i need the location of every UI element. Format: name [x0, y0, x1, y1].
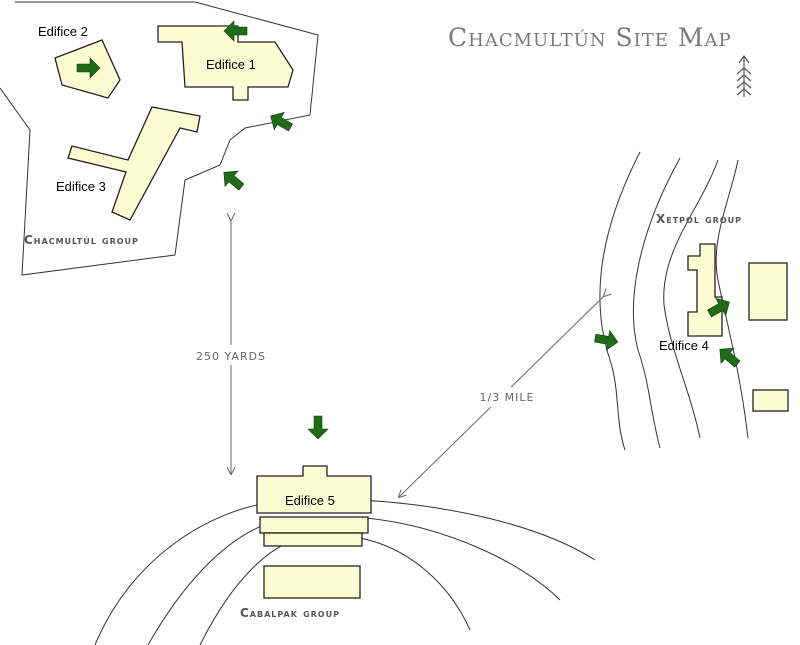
- distance-diagonal-label: 1/3 MILE: [479, 391, 534, 404]
- cabalpak-terrace-2: [263, 532, 363, 547]
- entrance-arrow-icon: [712, 341, 745, 373]
- distance-vertical-mask: [185, 345, 277, 365]
- xetpol-contour-3: [663, 159, 719, 439]
- edifice-5-label: Edifice 5: [285, 493, 335, 508]
- entrance-arrow-icon: [216, 164, 249, 196]
- map-title: Chacmultún Site Map: [448, 23, 732, 52]
- xetpol-contour-4: [715, 159, 749, 439]
- entrance-arrow-icon: [265, 106, 297, 137]
- edifice-5-building: [256, 465, 372, 514]
- xetpol-group-label: Xetpol group: [656, 212, 742, 226]
- distance-vertical-label: 250 YARDS: [196, 350, 266, 363]
- chacmultul-group-label: Chacmultúl group: [24, 233, 139, 247]
- xetpol-contour-2: [633, 157, 681, 449]
- edifice-4-label: Edifice 4: [659, 338, 709, 353]
- edifice-3-label: Edifice 3: [56, 179, 106, 194]
- cabalpak-south-building: [263, 565, 361, 599]
- xetpol-east-building: [748, 262, 788, 321]
- cabalpak-terrace-1: [259, 516, 369, 534]
- edifice-1-label: Edifice 1: [206, 57, 256, 72]
- xetpol-southeast-building: [752, 389, 789, 412]
- edifice-1-building: [157, 25, 294, 101]
- entrance-arrow-icon: [592, 327, 621, 353]
- chacmultul-boundary: [0, 1, 319, 276]
- north-arrow-icon: [736, 54, 752, 97]
- edifice-4-building: [687, 243, 723, 337]
- entrance-arrow-icon: [307, 415, 329, 440]
- edifice-2-label: Edifice 2: [38, 24, 88, 39]
- edifice-3-building: [67, 106, 201, 221]
- cabalpak-group-label: Cabalpak group: [240, 606, 340, 620]
- distance-diagonal-mask: [470, 387, 544, 407]
